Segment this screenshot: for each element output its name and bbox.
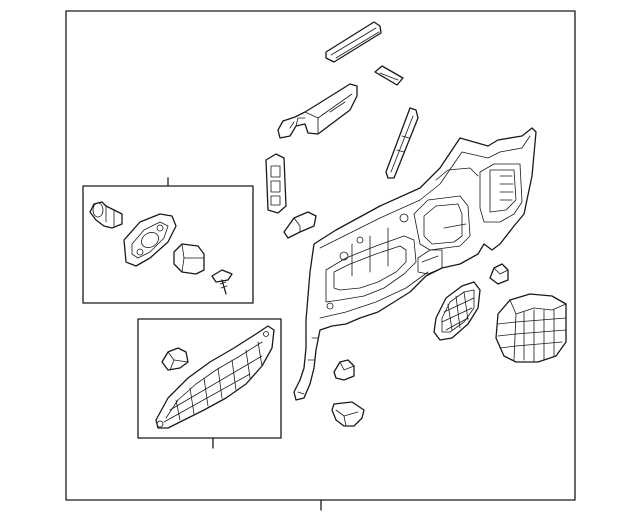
upper-trim-bracket [277,83,358,139]
outer-frame [65,10,576,511]
connector-part [173,243,205,275]
small-clip [374,65,404,86]
vertical-molding [385,107,419,179]
power-outlet-assembly [82,177,254,304]
clip-a [489,263,509,285]
rear-bracket [325,21,382,63]
socket-part [89,201,123,229]
vent-grille [265,153,287,214]
trim-panel-part [155,325,275,429]
screw-part [211,269,233,295]
clip-b [333,359,355,381]
trim-panel-assembly [137,318,282,449]
fastener-part [161,347,189,371]
clip-c [331,401,365,427]
mesh-grille [433,281,481,341]
small-bracket [283,211,317,239]
outlet-bezel [123,213,177,267]
quarter-trim-panel [293,127,537,401]
speaker-enclosure [495,293,567,363]
